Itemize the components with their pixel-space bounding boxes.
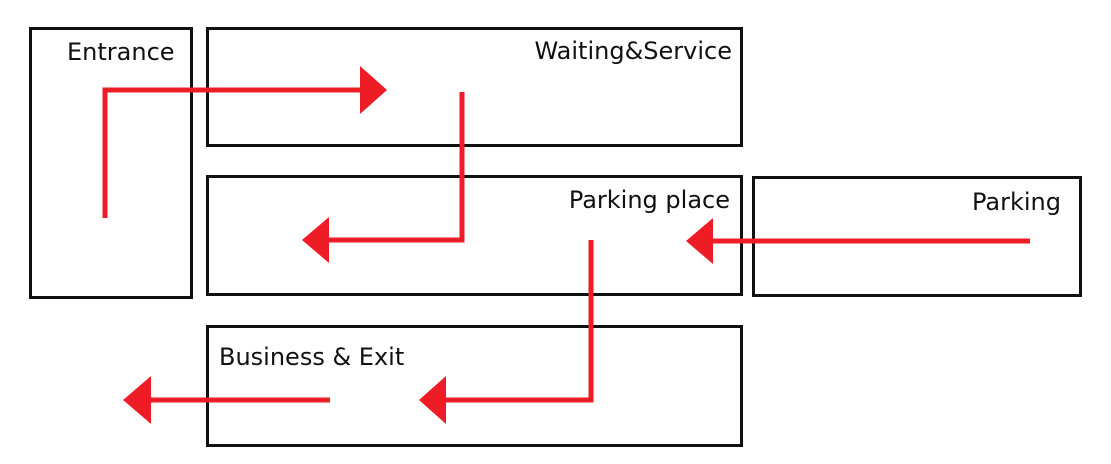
waiting-service-zone: Waiting&Service xyxy=(206,27,743,147)
waiting-service-label: Waiting&Service xyxy=(534,37,732,65)
arrowhead-left-icon xyxy=(123,376,151,424)
business-exit-zone: Business & Exit xyxy=(206,325,743,447)
parking-place-zone: Parking place xyxy=(206,175,743,296)
business-exit-label: Business & Exit xyxy=(219,343,405,371)
parking-zone: Parking xyxy=(752,176,1082,297)
parking-place-label: Parking place xyxy=(568,186,730,214)
parking-label: Parking xyxy=(972,188,1061,216)
entrance-label: Entrance xyxy=(67,38,175,66)
entrance-zone: Entrance xyxy=(29,27,193,299)
